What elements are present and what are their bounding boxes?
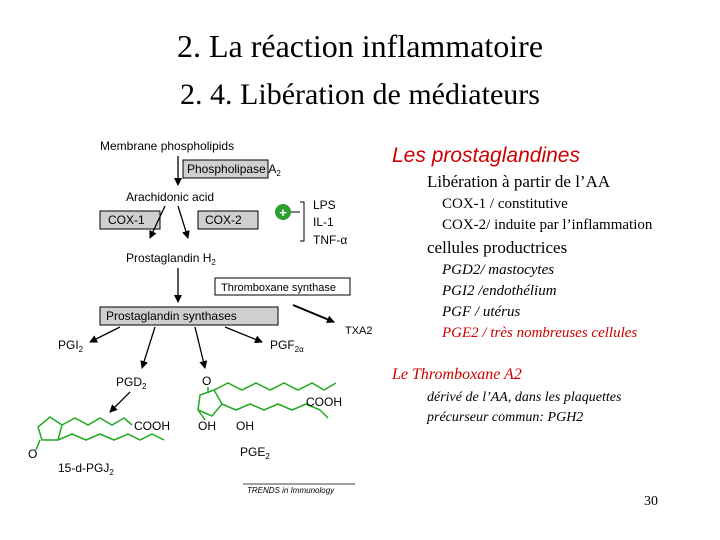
pgd2-label: PGD2 xyxy=(116,375,147,391)
svg-text:Phospholipase A2: Phospholipase A2 xyxy=(187,162,281,178)
dpgj2-cooh-label: COOH xyxy=(134,419,170,433)
arrow-aa-to-cox1 xyxy=(149,205,166,239)
pgd2-cells-text: PGD2/ mastocytes xyxy=(442,262,555,278)
txa2-label: TXA2 xyxy=(345,325,373,337)
svg-text:Thromboxane synthase: Thromboxane synthase xyxy=(221,282,336,294)
precursor-text: précurseur commun: PGH2 xyxy=(427,410,584,425)
pgf2a-label: PGF2α xyxy=(270,338,304,354)
slide-title: 2. La réaction inflammatoire xyxy=(176,28,544,64)
liberation-text: Libération à partir de l’AA xyxy=(427,172,611,191)
credit-label: TRENDS in Immunology xyxy=(247,486,335,495)
pgh2-label: Prostaglandin H2 xyxy=(126,251,216,267)
cox2-box: COX-2 xyxy=(197,210,259,230)
pge2-label: PGE2 xyxy=(240,445,270,461)
derivation-text: dérivé de l’AA, dans les plaquettes xyxy=(427,390,622,405)
inducers-bracket xyxy=(300,201,305,242)
pgi2-cells-text: PGI2 /endothélium xyxy=(442,283,557,299)
dpgj2-structure xyxy=(35,416,165,451)
pge2-o-label: O xyxy=(202,374,211,388)
arrow-to-pgi2 xyxy=(89,326,121,343)
plus-icon: + xyxy=(275,204,291,220)
pge2-structure xyxy=(197,382,337,421)
slide-subtitle: 2. 4. Libération de médiateurs xyxy=(180,78,540,111)
dpgj2-label: 15-d-PGJ2 xyxy=(58,461,114,477)
il1-label: IL-1 xyxy=(313,215,334,229)
producing-cells-heading: cellules productrices xyxy=(427,238,568,257)
lps-label: LPS xyxy=(313,198,336,212)
pgi2-label: PGI2 xyxy=(58,338,84,354)
pge2-oh-left-label: OH xyxy=(198,419,216,433)
arrow-to-pgf2a xyxy=(224,326,263,344)
prostaglandins-heading: Les prostaglandines xyxy=(392,144,580,167)
svg-text:+: + xyxy=(279,205,287,220)
arrow-to-pge2 xyxy=(194,326,208,369)
pg-synthases-box: Prostaglandin synthases xyxy=(99,306,279,326)
cox2-text: COX-2/ induite par l’inflammation xyxy=(442,217,653,233)
dpgj2-o-label: O xyxy=(28,447,37,461)
arachidonic-label: Arachidonic acid xyxy=(126,190,214,204)
arrow-pgd2-to-dpgj2 xyxy=(109,391,131,413)
page-number: 30 xyxy=(644,494,658,509)
pge2-cells-text: PGE2 / très nombreuses cellules xyxy=(442,325,638,341)
pgf-cells-text: PGF / utérus xyxy=(442,304,521,320)
svg-text:COX-2: COX-2 xyxy=(205,213,242,227)
cox1-text: COX-1 / constitutive xyxy=(442,196,568,212)
arrow-to-pgd2 xyxy=(140,326,156,369)
tnf-label: TNF-α xyxy=(313,233,347,247)
svg-text:Prostaglandin synthases: Prostaglandin synthases xyxy=(106,309,237,323)
arrow-to-txa2 xyxy=(292,304,335,324)
pge2-cooh-label: COOH xyxy=(306,395,342,409)
arrow-aa-to-cox2 xyxy=(177,205,190,239)
cox1-box: COX-1 xyxy=(99,210,161,230)
svg-text:COX-1: COX-1 xyxy=(108,213,145,227)
thromboxane-heading: Le Thromboxane A2 xyxy=(392,366,522,383)
membrane-label: Membrane phospholipids xyxy=(100,139,234,153)
thromboxane-synthase-box: Thromboxane synthase xyxy=(214,277,351,296)
pge2-oh-right-label: OH xyxy=(236,419,254,433)
phospholipase-box: Phospholipase A2 xyxy=(182,159,281,179)
